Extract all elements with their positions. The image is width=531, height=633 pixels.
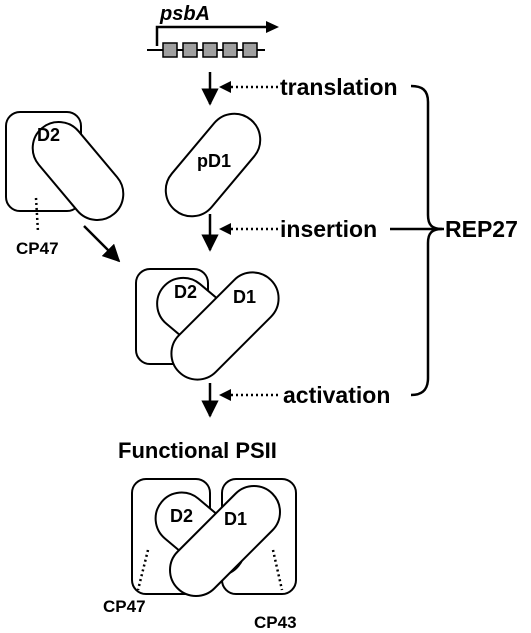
pd1-pill — [164, 112, 262, 218]
cp43-label-final: CP43 — [254, 613, 297, 632]
pd1-label: pD1 — [197, 151, 231, 171]
cp47-label: CP47 — [16, 239, 59, 258]
d2-label-mid: D2 — [174, 282, 197, 302]
d2-label-final: D2 — [170, 506, 193, 526]
activation-arrowhead — [219, 389, 231, 401]
step-translation: translation — [280, 74, 398, 100]
result-title: Functional PSII — [118, 438, 277, 463]
d2-pill — [31, 121, 125, 221]
d1-label-final: D1 — [224, 509, 247, 529]
d1-label-mid: D1 — [233, 287, 256, 307]
d2-label: D2 — [37, 125, 60, 145]
d2-d1-complex: D2 D1 — [135, 268, 280, 381]
insertion-arrowhead — [219, 223, 231, 235]
psba-gene: psbA — [147, 3, 279, 58]
rep27-brace — [410, 84, 443, 397]
cp43-pointer-final — [271, 549, 284, 591]
cp47-pointer-final — [136, 549, 150, 591]
cp47-pointer — [34, 197, 40, 233]
gene-exons — [162, 42, 258, 58]
pd1-protein: pD1 — [164, 112, 262, 218]
d1-pill-mid — [170, 271, 280, 381]
promoter-arrow-head — [266, 21, 279, 33]
factor-label: REP27 — [445, 216, 518, 242]
d2-cp47-complex: D2 CP47 — [5, 111, 125, 258]
cp47-label-final: CP47 — [103, 597, 146, 616]
step-activation: activation — [283, 382, 390, 408]
functional-psii-complex: D2 D1 CP47 CP43 — [103, 478, 297, 632]
arrow-d2-to-complex — [83, 225, 121, 263]
d1-pill-final — [169, 485, 281, 597]
translation-arrowhead — [219, 81, 231, 93]
gene-label: psbA — [159, 3, 210, 25]
promoter-arrow-line — [155, 25, 272, 46]
step-insertion: insertion — [280, 216, 377, 242]
